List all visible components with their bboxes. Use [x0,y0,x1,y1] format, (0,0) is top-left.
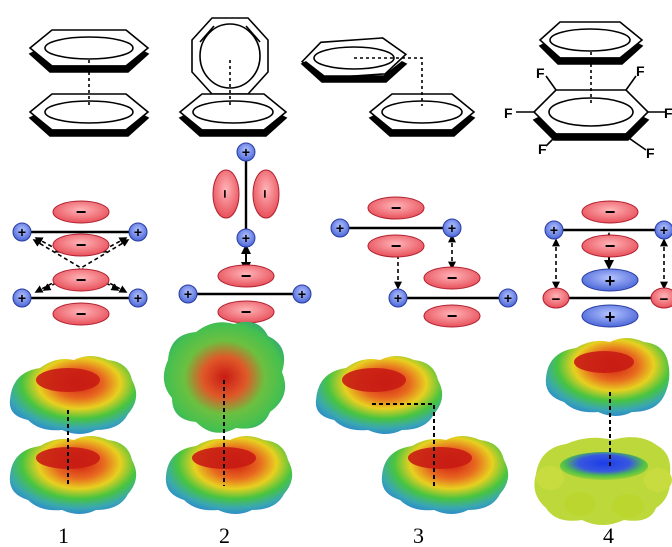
panel-label-3: 3 [413,523,424,547]
benzene-bottom-1 [28,93,150,137]
benzene-bottom-3 [368,93,476,137]
esp-surface [165,436,293,514]
benzene-bottom-2 [178,93,288,137]
negative-sign: − [605,236,616,256]
positive-charges: + + + + + + + + + + + + + + [12,142,672,308]
positive-charge: + [292,284,312,304]
fluorine-label: F [636,63,645,79]
esp-surface [9,356,137,434]
esp-surface-hexafluorobenzene [534,437,672,525]
negative-sign: − [241,266,252,286]
fluorine-label: F [646,145,655,161]
negative-lobe: − [581,234,639,258]
positive-sign: + [660,222,668,238]
negative-lobes: − − − − − − − − − − − − − − − − [52,169,672,328]
positive-sign: + [18,224,26,240]
positive-charge: + [12,288,32,308]
negative-sign: − [447,306,458,326]
positive-lobe: + [581,304,639,328]
fluorine-label: F [538,141,547,157]
negative-lobe: − [252,169,280,219]
negative-lobe: − [650,287,672,309]
positive-sign: + [394,290,402,306]
negative-lobe: − [217,264,275,288]
negative-lobe: − [581,200,639,224]
positive-charge: + [12,222,32,242]
esp-surface [545,338,670,416]
positive-charge: + [544,220,564,240]
negative-sign: − [391,236,402,256]
negative-sign: − [76,270,87,290]
positive-charge: + [236,142,256,162]
negative-sign: − [241,302,252,322]
negative-sign: − [216,190,233,199]
fluorine-labels: F F F F F F [504,63,672,161]
positive-sign: + [134,224,142,240]
negative-sign: − [76,235,87,255]
fluorine-label: F [536,65,545,81]
panel-label-1: 1 [58,523,69,547]
negative-sign: − [605,202,616,222]
esp-surface [9,436,137,514]
negative-sign: − [447,268,458,288]
panel-labels: 1 2 3 4 [58,523,614,547]
positive-charge: + [178,284,198,304]
negative-sign: − [391,198,402,218]
positive-lobes: + + [581,268,639,328]
structure-row [28,17,666,151]
negative-sign: − [660,291,669,308]
fluorine-label: F [504,105,513,121]
negative-lobe: − [423,266,481,290]
positive-lobe: + [581,268,639,292]
negative-lobe: − [52,302,110,326]
negative-sign: − [552,291,561,308]
positive-sign: + [242,144,250,160]
benzene-top-3 [300,37,408,83]
negative-lobe: − [52,200,110,224]
positive-sign: + [242,230,250,246]
positive-charge: + [330,218,350,238]
positive-charge: + [388,288,408,308]
fluorine-label: F [664,105,672,121]
positive-sign: + [184,286,192,302]
esp-surface [381,436,509,514]
positive-sign: + [298,286,306,302]
positive-sign: + [134,290,142,306]
negative-lobe: − [217,300,275,324]
negative-lobe: − [52,268,110,292]
negative-sign: − [256,190,273,199]
positive-sign: + [605,307,616,327]
positive-sign: + [550,222,558,238]
panel-label-2: 2 [219,523,230,547]
positive-charge: + [498,288,518,308]
panel-label-4: 4 [603,523,614,547]
benzene-top-1 [28,29,150,73]
positive-sign: + [504,290,512,306]
positive-sign: + [605,271,616,291]
negative-sign: − [76,304,87,324]
benzene-top-2 [191,17,269,95]
esp-surface [315,356,443,434]
positive-sign: + [448,220,456,236]
positive-sign: + [18,290,26,306]
negative-sign: − [76,202,87,222]
negative-lobe: − [52,233,110,257]
negative-lobe: − [367,234,425,258]
surface-row [9,321,672,525]
hexafluorobenzene-4 [516,75,666,151]
positive-charge: + [442,218,462,238]
negative-lobe: − [212,169,240,219]
positive-charge: + [654,220,672,240]
positive-charge: + [236,228,256,248]
negative-lobe: − [367,196,425,220]
positive-charge: + [128,222,148,242]
benzene-top-4 [538,21,644,65]
negative-lobe: − [423,304,481,328]
positive-charge: + [128,288,148,308]
esp-surface [163,321,286,433]
positive-sign: + [336,220,344,236]
negative-lobe: − [542,287,570,309]
